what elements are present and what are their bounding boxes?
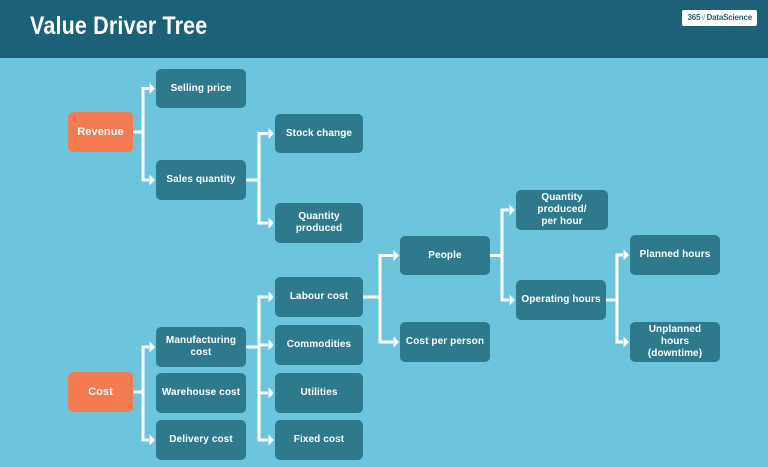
connector-arrowhead bbox=[268, 217, 274, 229]
connector-arrowhead bbox=[149, 434, 155, 446]
connector-layer bbox=[133, 83, 629, 446]
node-people[interactable]: People bbox=[400, 236, 490, 275]
connector-arrowhead bbox=[149, 174, 155, 186]
node-selling-price[interactable]: Selling price bbox=[156, 69, 246, 108]
node-sales-quantity[interactable]: Sales quantity bbox=[156, 160, 246, 200]
node-manufacturing-cost[interactable]: Manufacturing cost bbox=[156, 327, 246, 367]
node-revenue[interactable]: Revenue bbox=[68, 112, 133, 152]
node-fixed-cost[interactable]: Fixed cost bbox=[275, 420, 363, 460]
connector-arrowhead bbox=[268, 387, 274, 399]
connector-arrowhead bbox=[268, 434, 274, 446]
connector-arrowhead bbox=[509, 294, 515, 306]
logo-text-datascience: DataScience bbox=[706, 13, 753, 22]
node-delivery-cost[interactable]: Delivery cost bbox=[156, 420, 246, 460]
connector-arrowhead bbox=[623, 249, 629, 261]
connector-arrowhead bbox=[268, 291, 274, 303]
node-stock-change[interactable]: Stock change bbox=[275, 114, 363, 153]
node-quantity-produced[interactable]: Quantity produced bbox=[275, 203, 363, 243]
node-labour-cost[interactable]: Labour cost bbox=[275, 277, 363, 317]
connector-arrowhead bbox=[393, 250, 399, 261]
page-header: Value Driver Tree 365 √ DataScience bbox=[0, 0, 768, 58]
node-cost-per-person[interactable]: Cost per person bbox=[400, 322, 490, 362]
connector-arrowhead bbox=[149, 341, 155, 353]
node-quantity-per-hour[interactable]: Quantity produced/ per hour bbox=[516, 190, 608, 230]
node-warehouse-cost[interactable]: Warehouse cost bbox=[156, 373, 246, 413]
brand-logo: 365 √ DataScience bbox=[682, 10, 757, 26]
logo-text-365: 365 bbox=[687, 13, 701, 22]
node-planned-hours[interactable]: Planned hours bbox=[630, 235, 720, 275]
connector-arrowhead bbox=[623, 336, 629, 348]
checkmark-icon: √ bbox=[701, 13, 706, 22]
connector-arrowhead bbox=[393, 336, 399, 348]
node-commodities[interactable]: Commodities bbox=[275, 325, 363, 365]
node-cost[interactable]: Cost bbox=[68, 372, 133, 412]
page-title: Value Driver Tree bbox=[30, 12, 208, 40]
node-unplanned-hours[interactable]: Unplanned hours (downtime) bbox=[630, 322, 720, 362]
connector-arrowhead bbox=[149, 83, 155, 94]
node-utilities[interactable]: Utilities bbox=[275, 373, 363, 413]
connector-arrowhead bbox=[509, 204, 515, 216]
node-operating-hours[interactable]: Operating hours bbox=[516, 280, 606, 320]
connector-arrowhead bbox=[268, 339, 274, 351]
connector-arrowhead bbox=[268, 128, 274, 139]
